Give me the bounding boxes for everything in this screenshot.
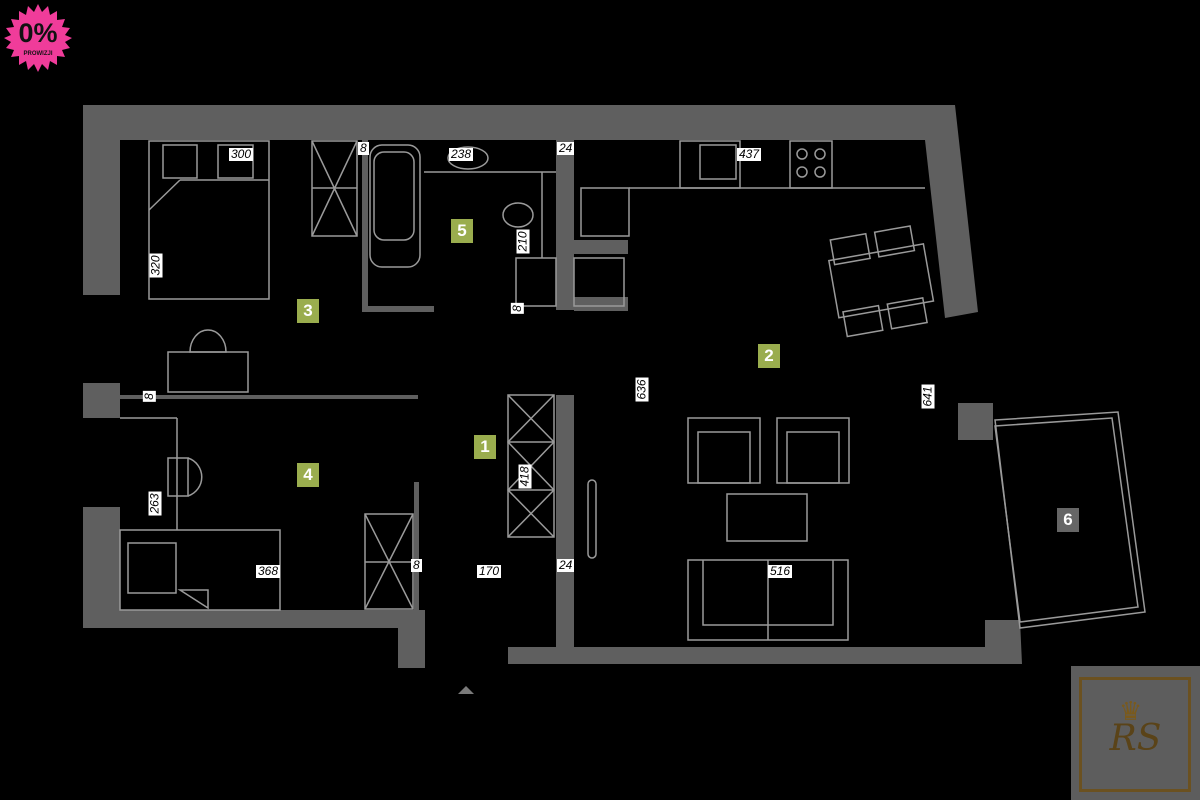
kitchen-sink xyxy=(679,140,741,189)
balcony xyxy=(994,411,1146,629)
tv xyxy=(587,479,597,559)
toilet xyxy=(502,202,534,228)
desk xyxy=(167,351,249,393)
dining-table xyxy=(827,225,935,338)
hall-wardrobe xyxy=(507,394,555,538)
dimension-label: 24 xyxy=(557,141,575,155)
dimension-label: 368 xyxy=(256,564,281,578)
armchair xyxy=(687,417,761,484)
badge-caption: PROWIZJI xyxy=(23,51,53,57)
room-label-2: 2 xyxy=(758,344,780,368)
sink xyxy=(447,146,489,170)
room-label-6: 6 xyxy=(1057,508,1079,532)
room-label-4: 4 xyxy=(297,463,319,487)
dimension-label: 8 xyxy=(358,141,369,155)
room-label-3: 3 xyxy=(297,299,319,323)
dimension-label: 8 xyxy=(411,558,422,572)
bathtub xyxy=(369,144,421,268)
dimension-label: 263 xyxy=(147,491,162,516)
dimension-label: 300 xyxy=(229,147,254,161)
cooktop xyxy=(789,140,833,189)
commission-badge: 0% PROWIZJI xyxy=(4,4,72,72)
dimension-label: 8 xyxy=(141,391,156,402)
fixtures xyxy=(119,140,1146,694)
dimension-label: 24 xyxy=(557,558,575,572)
room-label-5: 5 xyxy=(451,219,473,243)
dimension-label: 170 xyxy=(477,564,502,578)
dimension-label: 636 xyxy=(634,377,649,402)
dimension-label: 437 xyxy=(737,147,762,161)
starburst-icon xyxy=(4,4,72,72)
armchair xyxy=(776,417,850,484)
walls xyxy=(83,105,1022,668)
room-label-1: 1 xyxy=(474,435,496,459)
entrance-arrow-icon xyxy=(458,686,474,694)
dimension-label: 8 xyxy=(509,303,524,314)
dimension-label: 210 xyxy=(515,229,530,254)
dimension-label: 641 xyxy=(920,384,935,409)
logo-initials: RS xyxy=(1109,718,1162,759)
bed xyxy=(148,140,270,300)
agency-logo: ♛ RS xyxy=(1071,666,1200,800)
dimension-label: 320 xyxy=(148,253,163,278)
dimension-label: 418 xyxy=(517,464,532,489)
crown-icon: ♛ xyxy=(1119,696,1143,726)
dimension-label: 516 xyxy=(768,564,793,578)
badge-value: 0% xyxy=(18,18,58,48)
coffee-table xyxy=(726,493,808,542)
dimension-label: 238 xyxy=(449,147,474,161)
